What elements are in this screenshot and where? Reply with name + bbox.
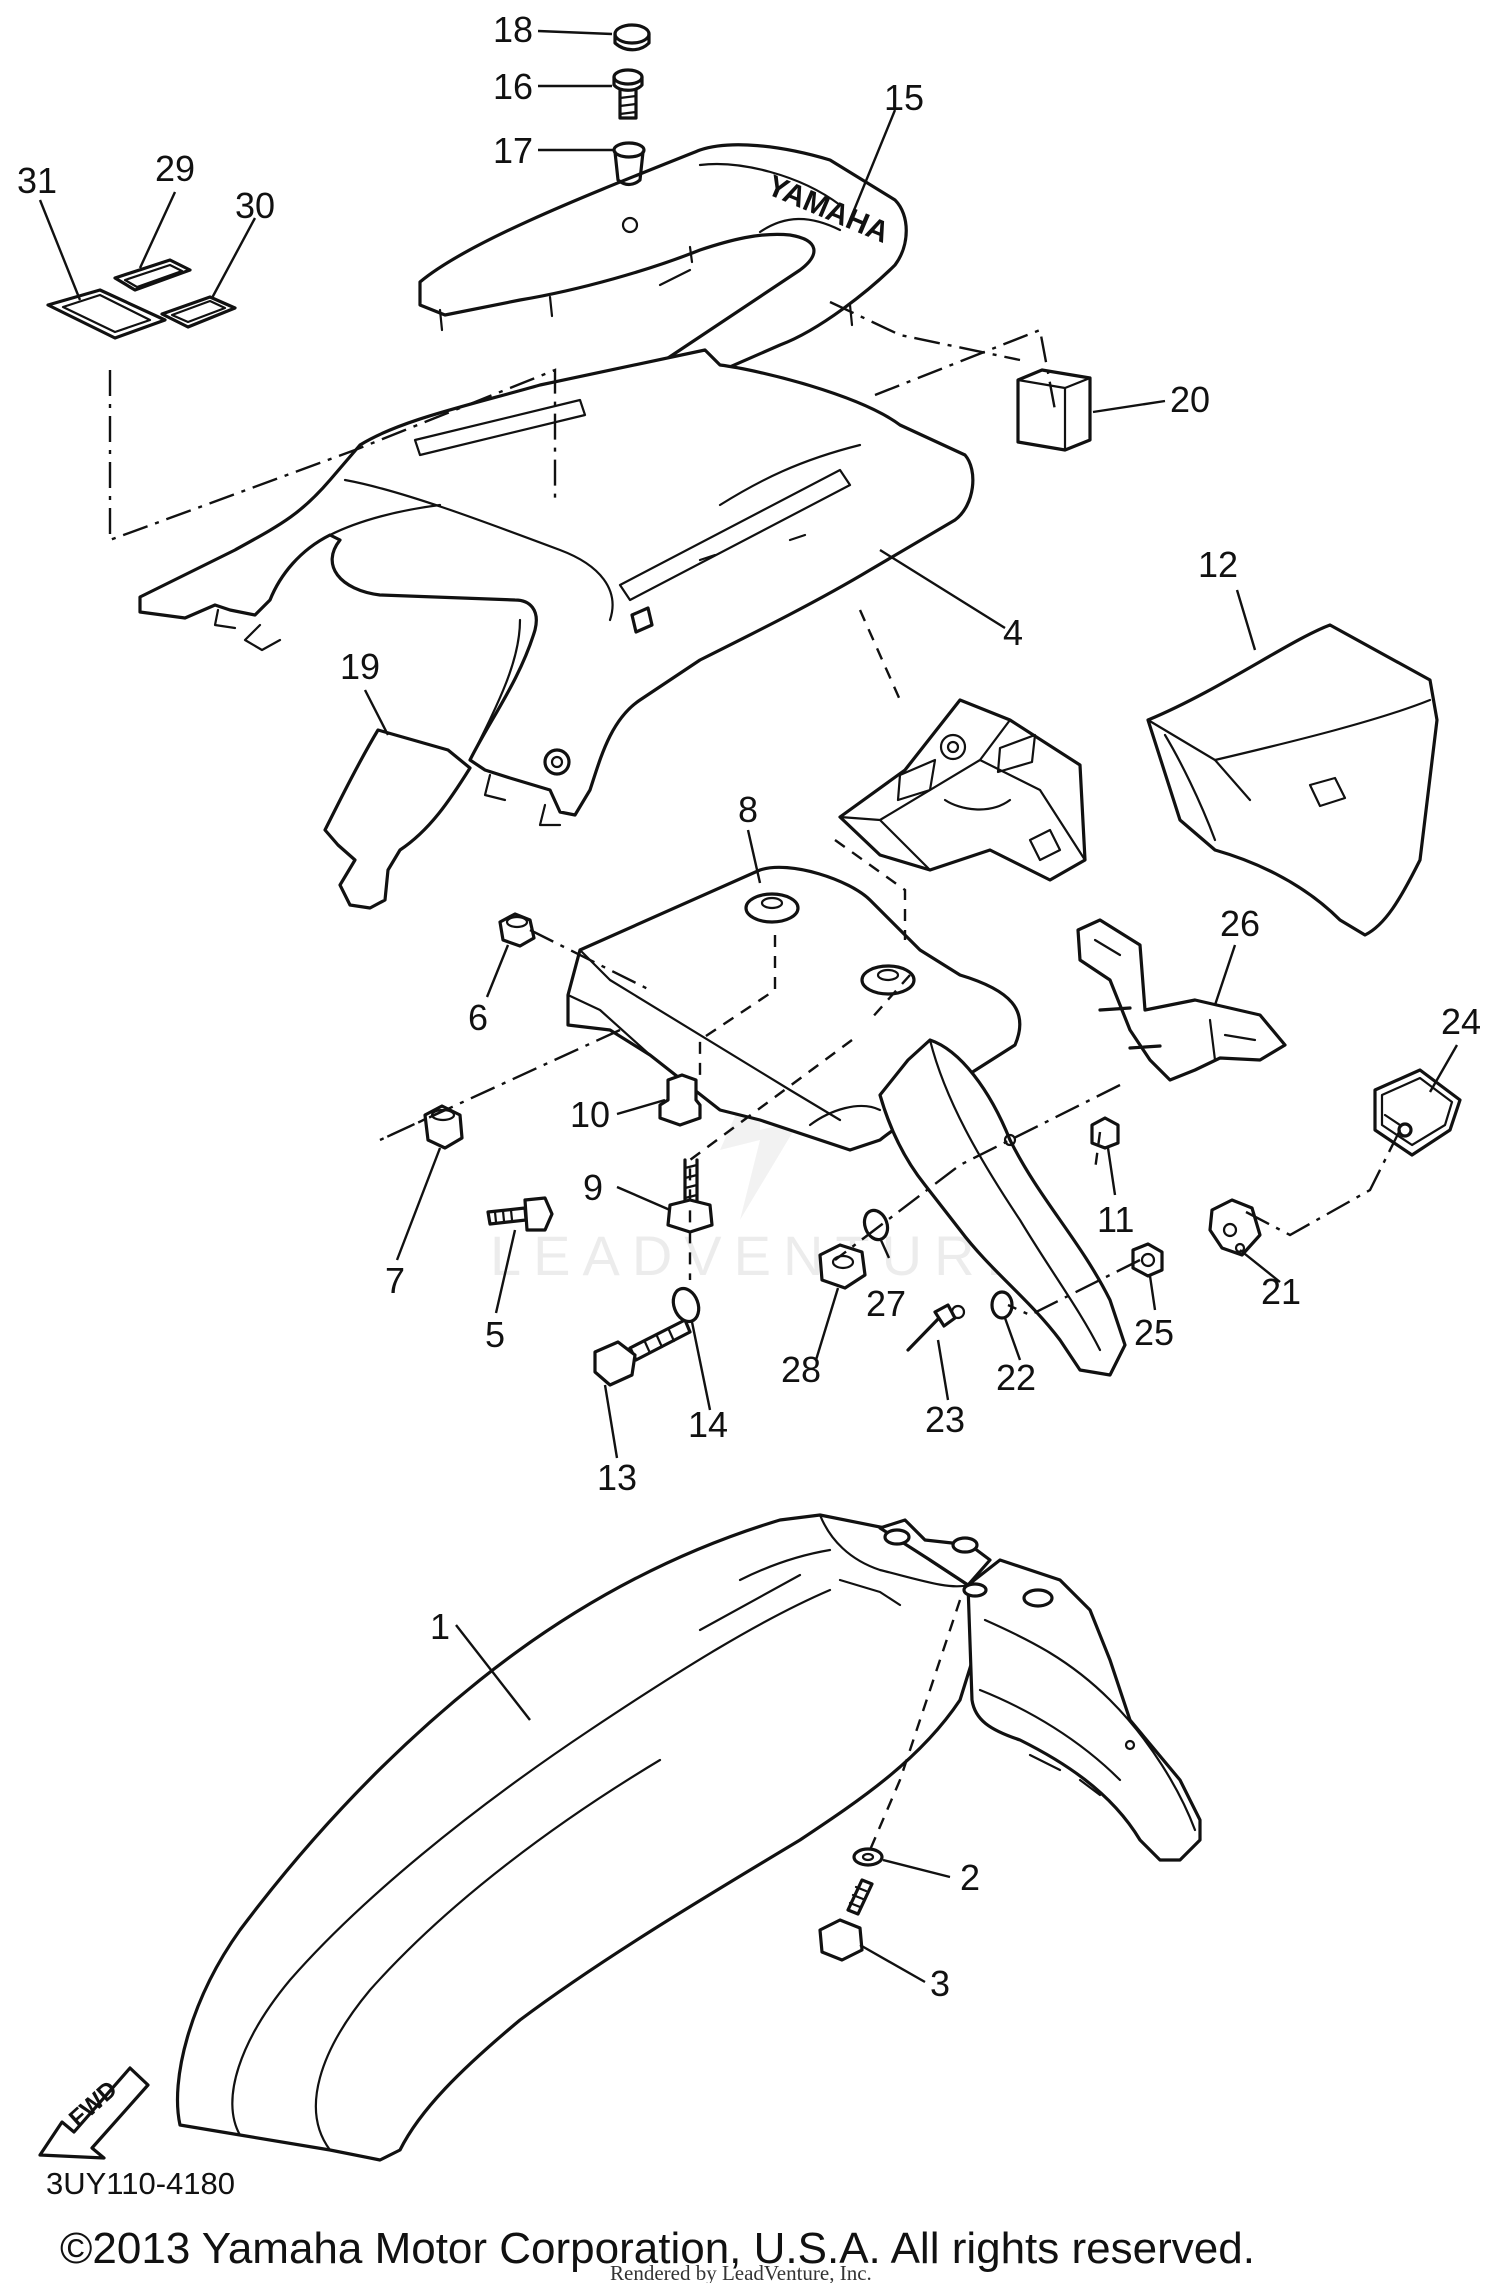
callout-18: 18 <box>493 9 533 50</box>
part-license-bracket <box>838 698 1087 882</box>
part-26-bracket <box>1076 918 1287 1082</box>
part-16-bolt <box>612 68 644 120</box>
callout-22: 22 <box>996 1357 1036 1398</box>
callout-24: 24 <box>1441 1001 1481 1042</box>
part-11-nut <box>1090 1116 1120 1150</box>
part-14-washer <box>671 1286 701 1324</box>
callout-16: 16 <box>493 66 533 107</box>
callout-1: 1 <box>430 1606 450 1647</box>
part-22-washer <box>990 1290 1014 1320</box>
leader-lines <box>38 29 1459 1984</box>
part-20-pad <box>1016 368 1092 452</box>
part-1-rear-fender <box>176 1513 1202 2162</box>
rendered-by-notice: Rendered by LeadVenture, Inc. <box>610 2261 872 2283</box>
fwd-arrow-icon: FWD <box>38 2066 150 2160</box>
part-12-box <box>1146 623 1439 937</box>
part-28-nut <box>818 1243 867 1290</box>
callout-2: 2 <box>960 1857 980 1898</box>
callout-21: 21 <box>1261 1271 1301 1312</box>
callout-19: 19 <box>340 646 380 687</box>
callout-9: 9 <box>583 1167 603 1208</box>
part-24-reflector <box>1373 1068 1462 1157</box>
part-10-collar <box>658 1073 702 1127</box>
callout-26: 26 <box>1220 903 1260 944</box>
callout-13: 13 <box>597 1457 637 1498</box>
part-4-rear-cover <box>138 348 975 827</box>
part-8-bracket <box>566 865 1127 1377</box>
part-2-washer <box>852 1847 884 1867</box>
callout-29: 29 <box>155 148 195 189</box>
callout-10: 10 <box>570 1094 610 1135</box>
part-5-bolt <box>486 1196 554 1232</box>
callout-3: 3 <box>930 1963 950 2004</box>
watermark: LEADVENTURE <box>490 1060 1036 1287</box>
part-25-nut <box>1131 1242 1164 1278</box>
callout-7: 7 <box>385 1260 405 1301</box>
copyright-notice: ©2013 Yamaha Motor Corporation, U.S.A. A… <box>60 2224 1255 2273</box>
callout-17: 17 <box>493 130 533 171</box>
callout-30: 30 <box>235 185 275 226</box>
part-6-grommet <box>498 912 536 948</box>
callout-8: 8 <box>738 789 758 830</box>
callout-numbers: 18 16 17 15 29 30 31 20 4 12 19 8 6 26 2… <box>17 9 1481 2004</box>
callout-15: 15 <box>884 77 924 118</box>
part-19-shim <box>323 728 472 910</box>
callout-28: 28 <box>781 1349 821 1390</box>
part-21-holder <box>1208 1198 1262 1257</box>
diagram-code: 3UY110-4180 <box>46 2166 235 2201</box>
callout-25: 25 <box>1134 1312 1174 1353</box>
callout-14: 14 <box>688 1404 728 1445</box>
part-3-bolt <box>818 1878 874 1962</box>
callout-20: 20 <box>1170 379 1210 420</box>
callout-5: 5 <box>485 1314 505 1355</box>
part-29-30-31-decals <box>46 258 237 340</box>
watermark-text: LEADVENTURE <box>490 1224 1036 1287</box>
callout-11: 11 <box>1097 1199 1134 1240</box>
part-7-grommet <box>423 1104 464 1150</box>
part-18-cap <box>613 23 651 52</box>
callout-12: 12 <box>1198 544 1238 585</box>
callout-31: 31 <box>17 160 57 201</box>
part-13-bolt <box>593 1318 692 1387</box>
callout-23: 23 <box>925 1399 965 1440</box>
callout-4: 4 <box>1003 612 1023 653</box>
callout-6: 6 <box>468 997 488 1038</box>
assembly-lines <box>108 300 1402 1851</box>
part-23-screw <box>906 1303 966 1352</box>
callout-27: 27 <box>866 1283 906 1324</box>
